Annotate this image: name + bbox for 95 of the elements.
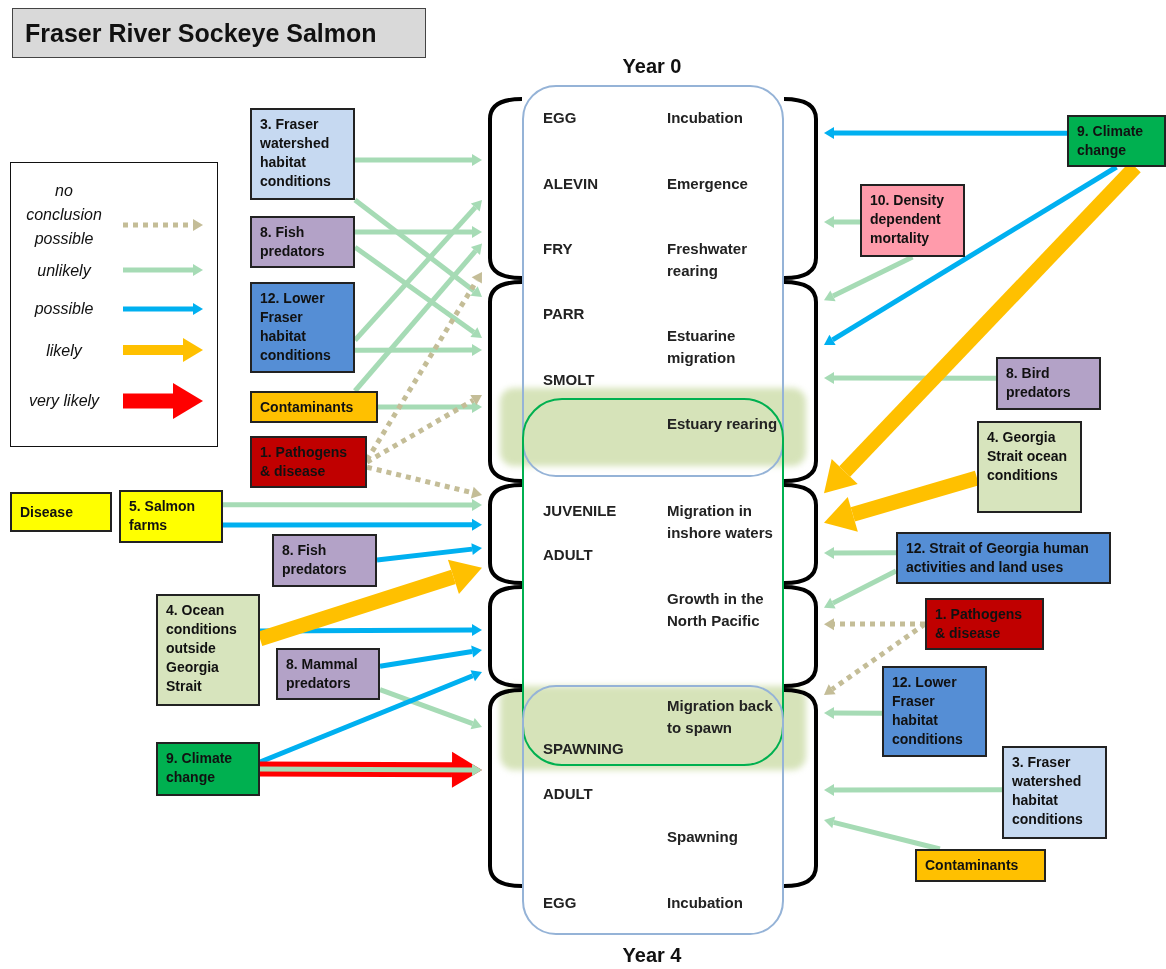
life-stage-panel xyxy=(522,398,784,766)
arrow xyxy=(824,568,898,609)
arrow xyxy=(379,687,482,730)
stage-name: EGG xyxy=(543,893,578,913)
factor-label: 9. Climate change xyxy=(1077,122,1145,160)
factor-label: Contaminants xyxy=(925,856,1019,875)
legend-label: no conclusion possible xyxy=(25,181,103,249)
factor-label: 9. Climate change xyxy=(166,749,234,787)
arrow xyxy=(824,127,1067,140)
factor-label: 1. Pathogens & disease xyxy=(935,605,1024,643)
process-label: Migration back to spawn xyxy=(667,696,774,738)
factor-label: 5. Salmon farms xyxy=(129,497,197,535)
stage-name: JUVENILE xyxy=(543,501,618,521)
legend-label: very likely xyxy=(27,391,101,411)
arrow xyxy=(824,707,882,720)
factor-box xyxy=(276,648,380,700)
arrow xyxy=(260,763,482,776)
legend-label: possible xyxy=(33,299,95,319)
process-label: Spawning xyxy=(667,827,739,847)
process-label: Estuarine migration xyxy=(667,326,737,368)
factor-label: 12. Lower Fraser habitat conditions xyxy=(260,289,332,365)
legend-label: likely xyxy=(45,341,84,361)
process-label: Emergence xyxy=(667,174,749,194)
process-label: Migration in inshore waters xyxy=(667,501,774,543)
arrow xyxy=(366,464,482,499)
factor-box xyxy=(860,184,965,257)
factor-box xyxy=(882,666,987,757)
factor-box xyxy=(10,492,112,532)
factor-box xyxy=(996,357,1101,410)
factor-label: 1. Pathogens & disease xyxy=(260,443,349,481)
factor-label: 12. Lower Fraser habitat conditions xyxy=(892,673,964,749)
arrow xyxy=(824,784,1002,796)
stage-name: SMOLT xyxy=(543,370,596,390)
process-label: Incubation xyxy=(667,108,744,128)
arrow xyxy=(355,226,482,239)
factor-label: 4. Georgia Strait ocean conditions xyxy=(987,428,1069,485)
factor-label: 3. Fraser watershed habitat conditions xyxy=(260,115,332,191)
arrow xyxy=(223,518,482,531)
factor-label: 8. Bird predators xyxy=(1006,364,1072,402)
process-label: Freshwater rearing xyxy=(667,239,749,281)
arrow xyxy=(259,670,482,765)
factor-box xyxy=(250,216,355,268)
year-label: Year 0 xyxy=(621,55,683,78)
factor-box xyxy=(896,532,1111,584)
arrow xyxy=(824,618,925,631)
factor-label: 10. Density dependent mortality xyxy=(870,191,945,248)
arrow xyxy=(355,344,482,357)
factor-box xyxy=(156,742,260,796)
factor-box xyxy=(915,849,1046,882)
factor-label: 3. Fraser watershed habitat conditions xyxy=(1012,753,1084,829)
factor-label: 8. Fish predators xyxy=(282,541,348,579)
arrow xyxy=(824,816,941,852)
stage-name: ALEVIN xyxy=(543,174,599,194)
arrow xyxy=(824,546,896,559)
factor-box xyxy=(156,594,260,706)
year-label: Year 4 xyxy=(621,944,683,967)
stage-name: FRY xyxy=(543,239,574,259)
stage-name: PARR xyxy=(543,304,586,324)
legend-label: unlikely xyxy=(36,261,93,281)
factor-label: Contaminants xyxy=(260,398,354,417)
factor-box xyxy=(1067,115,1166,167)
arrow xyxy=(824,621,927,695)
factor-box xyxy=(119,490,223,543)
arrow xyxy=(376,543,482,563)
factor-box xyxy=(250,282,355,373)
arrow xyxy=(223,499,482,511)
stage-name: ADULT xyxy=(543,545,594,565)
stage-name: SPAWNING xyxy=(543,739,625,759)
factor-box xyxy=(925,598,1044,650)
life-stage-panel xyxy=(522,85,784,477)
factor-label: 8. Mammal predators xyxy=(286,655,359,693)
arrow xyxy=(353,243,482,393)
arrow xyxy=(353,198,482,298)
factor-label: 4. Ocean conditions outside Georgia Strait xyxy=(166,601,238,696)
factor-label: 8. Fish predators xyxy=(260,223,326,261)
factor-box xyxy=(1002,746,1107,839)
stage-name: ADULT xyxy=(543,784,594,804)
factor-box xyxy=(250,108,355,200)
process-label: Growth in the North Pacific xyxy=(667,589,765,631)
factor-box xyxy=(272,534,377,587)
factor-box xyxy=(250,391,378,423)
title: Fraser River Sockeye Salmon xyxy=(12,8,426,58)
arrow xyxy=(378,401,482,414)
arrow xyxy=(824,372,996,385)
process-label: Incubation xyxy=(667,893,744,913)
arrow xyxy=(379,645,482,669)
arrow xyxy=(824,216,860,228)
factor-box xyxy=(250,436,367,488)
factor-label: 12. Strait of Georgia human activities and land uses xyxy=(906,539,1090,577)
factor-box xyxy=(977,421,1082,513)
arrow xyxy=(355,153,482,166)
stage-name: EGG xyxy=(543,108,578,128)
life-stage-panel xyxy=(522,685,784,935)
factor-label: Disease xyxy=(20,502,73,522)
process-label: Estuary rearing xyxy=(667,414,779,434)
